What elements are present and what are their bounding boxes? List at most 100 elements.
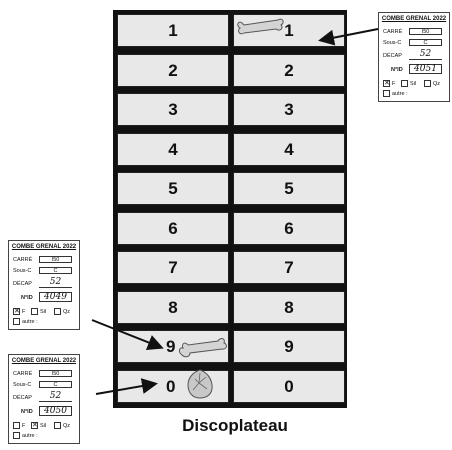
cell-number: 3 xyxy=(168,99,178,119)
decap-label: DÉCAP xyxy=(13,281,32,287)
cell-right-2: 2 xyxy=(233,54,345,87)
sousc-label: Sous-C xyxy=(13,268,32,274)
arrow-to-cell-0 xyxy=(95,378,158,395)
carre-label: CARRÉ xyxy=(383,29,403,35)
cell-right-6: 6 xyxy=(233,212,345,245)
checkbox-label-qz: Qz xyxy=(63,309,71,315)
record-card-4050: COMBE GRENAL 2022 CARRÉ I50 Sous-C C DÉC… xyxy=(8,354,80,444)
cell-left-2: 2 xyxy=(117,54,229,87)
cell-number: 1 xyxy=(284,20,294,40)
checkbox-f: ✕ xyxy=(13,308,20,315)
cell-right-9: 9 xyxy=(233,330,345,363)
cell-number: 5 xyxy=(168,178,178,198)
checkbox-label-qz: Qz xyxy=(433,81,441,87)
cell-number: 1 xyxy=(168,20,178,40)
checkbox-autre xyxy=(383,90,390,97)
cell-number: 9 xyxy=(284,336,294,356)
cell-number: 6 xyxy=(284,218,294,238)
carre-label: CARRÉ xyxy=(13,257,33,263)
bone-icon xyxy=(179,338,227,358)
cell-left-5: 5 xyxy=(117,172,229,205)
checkbox-label-sil: Sil xyxy=(410,81,417,87)
decap-label: DÉCAP xyxy=(383,53,402,59)
checkbox-f xyxy=(13,422,20,429)
carre-label: CARRÉ xyxy=(13,371,33,377)
nid-field: 4050 xyxy=(39,406,72,416)
cell-right-7: 7 xyxy=(233,251,345,284)
card-title: COMBE GRENAL 2022 xyxy=(381,16,447,22)
checkbox-label-autre: autre : xyxy=(22,319,38,325)
cell-left-1: 1 xyxy=(117,14,229,47)
cell-number: 3 xyxy=(284,99,294,119)
cell-number: 7 xyxy=(284,257,294,277)
checkbox-label-f: F xyxy=(392,81,396,87)
cell-number: 2 xyxy=(284,60,294,80)
cell-number: 7 xyxy=(168,257,178,277)
cell-left-7: 7 xyxy=(117,251,229,284)
cell-number: 9 xyxy=(166,336,176,356)
cell-left-6: 6 xyxy=(117,212,229,245)
cell-number: 6 xyxy=(168,218,178,238)
decap-label: DÉCAP xyxy=(13,395,32,401)
record-card-4049: COMBE GRENAL 2022 CARRÉ I50 Sous-C C DÉC… xyxy=(8,240,80,330)
cell-number: 0 xyxy=(284,376,294,396)
cell-number: 2 xyxy=(168,60,178,80)
sousc-field: C xyxy=(39,267,72,274)
cell-left-4: 4 xyxy=(117,133,229,166)
cell-number: 8 xyxy=(168,297,178,317)
carre-field: I50 xyxy=(409,28,442,35)
discoplateau-tray: 1 1 2 2 3 3 4 4 5 5 6 6 7 7 8 8 9 9 0 0 xyxy=(113,10,347,408)
nid-field: 4051 xyxy=(409,64,442,74)
carre-field: I50 xyxy=(39,370,72,377)
cell-right-3: 3 xyxy=(233,93,345,126)
sousc-label: Sous-C xyxy=(383,40,402,46)
cell-right-0: 0 xyxy=(233,370,345,403)
nid-label: N°ID xyxy=(391,67,403,73)
cell-left-8: 8 xyxy=(117,291,229,324)
card-title: COMBE GRENAL 2022 xyxy=(11,358,77,364)
checkbox-sil xyxy=(31,308,38,315)
cell-number: 4 xyxy=(284,139,294,159)
record-card-4051: COMBE GRENAL 2022 CARRÉ I50 Sous-C C DÉC… xyxy=(378,12,450,102)
decap-field: 52 xyxy=(39,392,72,402)
cell-right-4: 4 xyxy=(233,133,345,166)
checkbox-label-f: F xyxy=(22,423,26,429)
card-title: COMBE GRENAL 2022 xyxy=(11,244,77,250)
checkbox-sil: ✕ xyxy=(31,422,38,429)
arrow-to-cell-1 xyxy=(318,28,379,46)
sousc-field: C xyxy=(409,39,442,46)
checkbox-label-autre: autre : xyxy=(392,91,408,97)
cell-right-8: 8 xyxy=(233,291,345,324)
nid-label: N°ID xyxy=(21,295,33,301)
cell-number: 8 xyxy=(284,297,294,317)
checkbox-autre xyxy=(13,432,20,439)
cell-right-5: 5 xyxy=(233,172,345,205)
checkbox-qz xyxy=(54,422,61,429)
checkbox-label-f: F xyxy=(22,309,26,315)
checkbox-label-autre: autre : xyxy=(22,433,38,439)
nid-label: N°ID xyxy=(21,409,33,415)
sousc-label: Sous-C xyxy=(13,382,32,388)
decap-field: 52 xyxy=(39,278,72,288)
checkbox-label-sil: Sil xyxy=(40,309,47,315)
checkbox-sil xyxy=(401,80,408,87)
cell-left-3: 3 xyxy=(117,93,229,126)
cell-number: 4 xyxy=(168,139,178,159)
flint-icon xyxy=(187,369,213,399)
checkbox-qz xyxy=(424,80,431,87)
nid-field: 4049 xyxy=(39,292,72,302)
decap-field: 52 xyxy=(409,50,442,60)
cell-number: 5 xyxy=(284,178,294,198)
cell-number: 0 xyxy=(166,376,176,396)
arrow-to-cell-9 xyxy=(91,319,164,351)
carre-field: I50 xyxy=(39,256,72,263)
checkbox-qz xyxy=(54,308,61,315)
checkbox-f: ✕ xyxy=(383,80,390,87)
checkbox-label-sil: Sil xyxy=(40,423,47,429)
sousc-field: C xyxy=(39,381,72,388)
checkbox-label-qz: Qz xyxy=(63,423,71,429)
checkbox-autre xyxy=(13,318,20,325)
tray-title: Discoplateau xyxy=(182,416,288,435)
bone-icon xyxy=(237,18,284,35)
